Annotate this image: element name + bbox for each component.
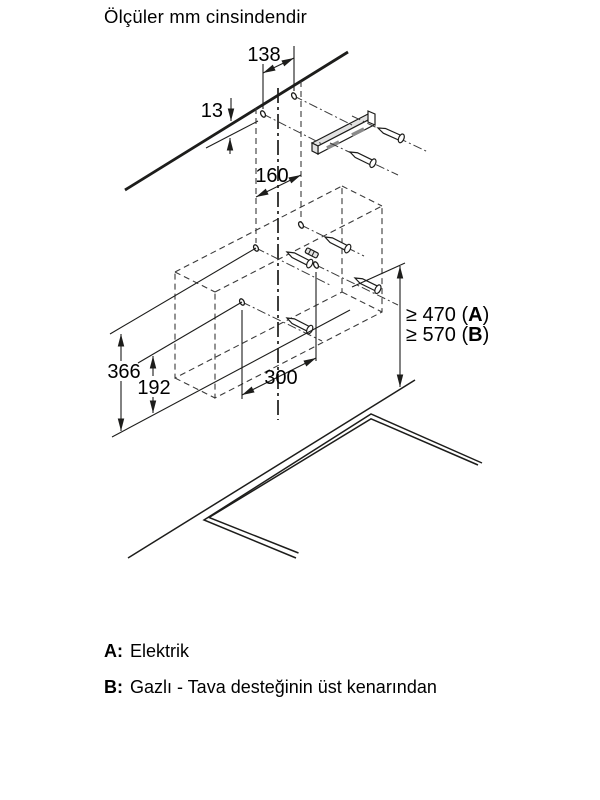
legend-key-a: A: — [104, 641, 123, 661]
legend-key-b: B: — [104, 677, 123, 697]
dimension-470a-label: ≥ 470 (A) — [406, 304, 489, 326]
dimension-160: 160 — [255, 165, 302, 198]
dimension-192-label: 192 — [137, 377, 170, 399]
dimension-160-label: 160 — [255, 165, 288, 187]
legend-text-b: Gazlı - Tava desteğinin üst kenarından — [130, 677, 437, 697]
cooktop-outline — [127, 379, 483, 559]
mounting-bracket — [310, 110, 376, 155]
dimension-366: 366 — [107, 334, 141, 431]
dimension-13: 13 — [201, 98, 235, 154]
dimension-300-label: 300 — [264, 367, 297, 389]
page-title: Ölçüler mm cinsindendir — [104, 6, 308, 27]
dimension-192: 192 — [137, 356, 171, 413]
legend-text-a: Elektrik — [130, 641, 190, 661]
legend: A: Elektrik B: Gazlı - Tava desteğinin üst… — [104, 640, 437, 712]
dimension-min-height: ≥ 470 (A) ≥ 570 (B) — [396, 266, 489, 387]
screw — [375, 123, 407, 145]
dimension-138: 138 — [247, 44, 295, 74]
dimension-138-label: 138 — [247, 44, 280, 66]
dimension-13-label: 13 — [201, 100, 223, 122]
dimension-300: 300 — [241, 357, 317, 396]
ceiling-line — [124, 50, 349, 192]
dimension-366-label: 366 — [107, 361, 140, 383]
screws — [284, 123, 407, 336]
screw — [322, 232, 353, 255]
legend-item-a: A: Elektrik — [104, 640, 437, 676]
dimension-570b-label: ≥ 570 (B) — [406, 324, 489, 346]
legend-item-b: B: Gazlı - Tava desteğinin üst kenarından — [104, 676, 437, 712]
hood-outline-dashed — [174, 81, 383, 399]
wall-anchor — [304, 246, 320, 259]
screw — [347, 147, 378, 170]
